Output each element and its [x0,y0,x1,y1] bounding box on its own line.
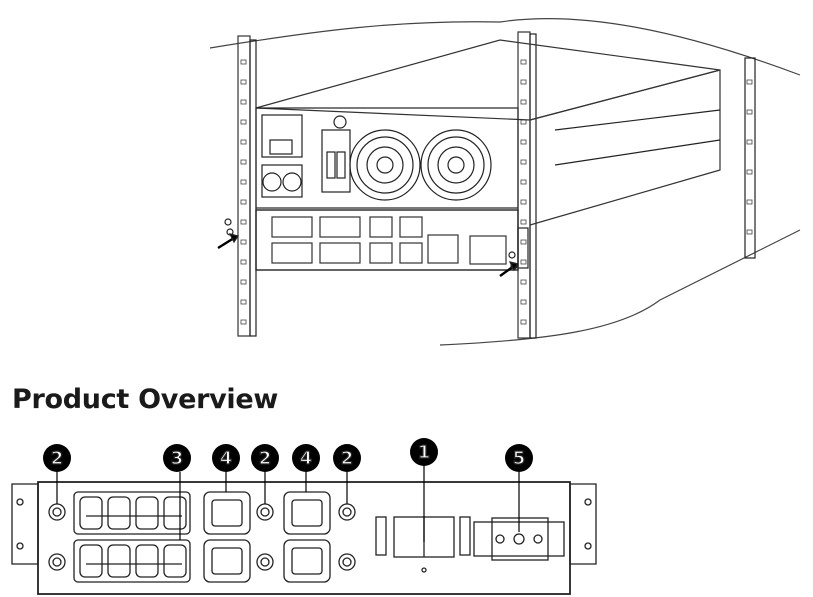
circuit-breaker [375,516,471,573]
svg-text:2: 2 [51,448,64,469]
fan-icon [349,129,421,201]
svg-text:4: 4 [300,448,313,469]
left-mounting-ear [11,483,39,565]
c13-outlet-group [73,491,191,583]
mount-screw [48,503,356,571]
svg-text:4: 4 [220,448,233,469]
right-mounting-ear [569,483,597,565]
terminal-block [473,517,565,561]
svg-text:3: 3 [171,448,184,469]
callout-2-left: 2 [43,444,71,472]
callout-1: 1 [410,438,438,466]
callout-3: 3 [163,444,191,472]
svg-text:5: 5 [513,448,526,469]
svg-text:2: 2 [259,448,272,469]
pdu-chassis [37,481,571,595]
svg-text:2: 2 [341,448,354,469]
c19-outlet [203,491,331,583]
callout-2-right: 2 [333,444,361,472]
callout-4-left: 4 [212,444,240,472]
rack-installation-illustration [209,18,801,346]
section-heading: Product Overview [12,384,279,415]
product-overview-diagram: 2 3 4 2 4 2 1 5 [11,438,597,595]
svg-text:1: 1 [418,442,431,463]
callout-4-right: 4 [292,444,320,472]
callout-2-middle: 2 [251,444,279,472]
callout-5: 5 [505,444,533,472]
